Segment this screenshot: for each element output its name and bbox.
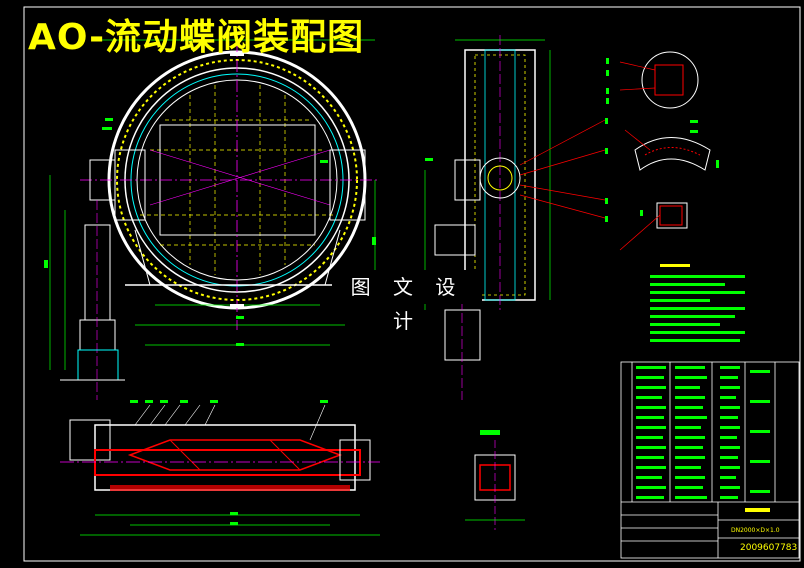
shaft-detail	[465, 430, 525, 530]
section-view	[60, 400, 380, 536]
side-view	[424, 35, 608, 400]
drawing-frame	[23, 6, 801, 562]
technical-notes	[650, 264, 745, 342]
drawing-title: AO-流动蝶阀装配图	[28, 17, 365, 58]
titleblock-name: DN2000×D×1.0	[731, 527, 780, 534]
titleblock-number: 2009607783	[740, 543, 798, 553]
parts-list-rows	[636, 366, 770, 512]
parts-list	[620, 361, 800, 559]
watermark: 图 文 设 计	[332, 270, 482, 333]
detail-views	[606, 51, 719, 251]
front-view	[44, 39, 380, 400]
